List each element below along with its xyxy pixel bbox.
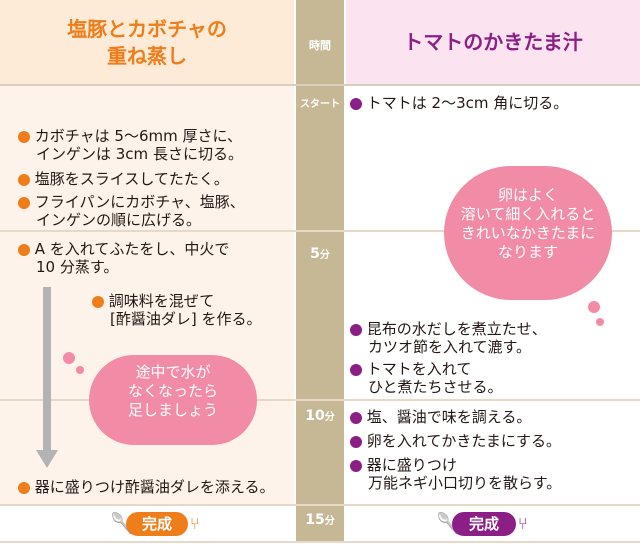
left-recipe-title: 塩豚とカボチャの 重ね蒸し xyxy=(0,0,294,70)
purple-bullet-icon xyxy=(350,459,362,472)
purple-bullet-icon xyxy=(350,323,362,336)
purple-bullet-icon xyxy=(350,97,362,110)
divider xyxy=(0,504,640,506)
left-step-sauce: 調味料を混ぜて [酢醤油ダレ] を作る。 xyxy=(92,292,294,328)
orange-bullet-icon xyxy=(18,196,30,209)
step-text: トマトを入れて xyxy=(366,360,472,378)
time-cell-start xyxy=(296,86,344,230)
left-title-line2: 重ね蒸し xyxy=(107,44,187,68)
arrow-head-icon xyxy=(36,450,58,468)
step-text: 塩、醤油で味を調える。 xyxy=(366,408,532,426)
right-step-egg: 卵を入れてかきたまにする。 xyxy=(350,432,638,450)
done-label: 完成 xyxy=(452,512,516,536)
time-label-10: 10分 xyxy=(296,408,344,424)
divider xyxy=(0,230,640,232)
left-done-badge: 🥄 完成 ⑂ xyxy=(110,511,202,537)
right-done-badge: 🥄 完成 ⑂ xyxy=(436,511,532,537)
step-text: ひと煮たちさせる。 xyxy=(368,378,503,396)
cloud-puff-icon xyxy=(588,301,600,313)
step-text: [酢醤油ダレ] を作る。 xyxy=(110,310,262,328)
time-cell-5 xyxy=(296,232,344,399)
time-unit: 分 xyxy=(324,516,335,527)
orange-bullet-icon xyxy=(18,243,30,256)
cloud-puff-icon xyxy=(596,318,604,326)
tip-text: 途中で水が xyxy=(135,363,211,381)
tip-text: 溶いて細く入れると xyxy=(460,205,596,223)
done-label: 完成 xyxy=(126,512,188,536)
left-step-steam: A を入れてふたをし、中火で 10 分蒸す。 xyxy=(18,240,294,276)
step-text: フライパンにカボチャ、塩豚、 xyxy=(34,193,245,211)
left-tip-cloud: 途中で水が なくなったら 足しましょう xyxy=(89,355,257,445)
right-step-simmer: トマトを入れて ひと煮たちさせる。 xyxy=(350,360,638,396)
purple-bullet-icon xyxy=(350,363,362,376)
time-cell-15 xyxy=(296,506,344,541)
step-text: 10 分蒸す。 xyxy=(36,258,119,276)
step-text: 塩豚をスライスしてたたく。 xyxy=(34,170,229,188)
time-column-header: 時間 xyxy=(296,0,344,84)
step-text: インゲンの順に広げる。 xyxy=(36,211,202,229)
divider xyxy=(0,399,640,401)
orange-bullet-icon xyxy=(18,130,30,143)
orange-bullet-icon xyxy=(18,481,30,494)
left-step-cut: カボチャは 5〜6mm 厚さに、 インゲンは 3cm 長さに切る。 xyxy=(18,127,294,163)
cloud-puff-icon xyxy=(76,366,84,374)
time-label-start: スタート xyxy=(300,99,340,110)
tip-text: 卵はよく xyxy=(497,186,558,204)
step-text: トマトは 2〜3cm 角に切る。 xyxy=(366,94,569,112)
right-step-season: 塩、醤油で味を調える。 xyxy=(350,408,638,426)
time-cell-10 xyxy=(296,401,344,504)
step-text: A を入れてふたをし、中火で xyxy=(34,240,230,258)
purple-bullet-icon xyxy=(350,435,362,448)
right-tip-cloud: 卵はよく 溶いて細く入れると きれいなかきたまに なります xyxy=(444,166,612,300)
time-label-5: 5分 xyxy=(296,246,344,262)
left-recipe-header: 塩豚とカボチャの 重ね蒸し xyxy=(0,0,294,84)
tip-text: なくなったら xyxy=(127,382,218,400)
divider xyxy=(0,541,640,543)
right-step-serve: 器に盛りつけ 万能ネギ小口切りを散らす。 xyxy=(350,456,638,492)
tip-text: なります xyxy=(497,243,558,261)
fork-icon: ⑂ xyxy=(518,514,528,533)
fork-icon: ⑂ xyxy=(190,514,200,533)
divider xyxy=(0,84,640,86)
time-value: 15 xyxy=(305,512,325,528)
left-step-serve: 器に盛りつけ酢醤油ダレを添える。 xyxy=(18,478,294,496)
time-label-15: 15分 xyxy=(296,512,344,528)
time-unit: 分 xyxy=(319,250,330,261)
step-text: 器に盛りつけ酢醤油ダレを添える。 xyxy=(34,478,275,496)
purple-bullet-icon xyxy=(350,411,362,424)
time-value: 5 xyxy=(310,246,320,262)
left-row-start xyxy=(0,86,294,230)
step-text: カツオ節を入れて漉す。 xyxy=(368,338,532,356)
step-text: 卵を入れてかきたまにする。 xyxy=(366,432,562,450)
right-recipe-title: トマトのかきたま汁 xyxy=(403,30,583,54)
orange-bullet-icon xyxy=(18,173,30,186)
left-title-line1: 塩豚とカボチャの xyxy=(67,17,227,41)
right-recipe-header: トマトのかきたま汁 xyxy=(346,0,640,84)
right-step-tomato: トマトは 2〜3cm 角に切る。 xyxy=(350,94,638,112)
orange-bullet-icon xyxy=(92,295,104,308)
step-text: 万能ネギ小口切りを散らす。 xyxy=(368,474,562,492)
step-text: インゲンは 3cm 長さに切る。 xyxy=(36,145,243,163)
tip-text: 足しましょう xyxy=(127,401,218,419)
left-step-pork: 塩豚をスライスしてたたく。 xyxy=(18,170,294,188)
step-text: カボチャは 5〜6mm 厚さに、 xyxy=(34,127,243,145)
right-step-dashi: 昆布の水だしを煮立たせ、 カツオ節を入れて漉す。 xyxy=(350,320,590,356)
step-text: 器に盛りつけ xyxy=(366,456,457,474)
time-header-label: 時間 xyxy=(309,39,331,52)
cloud-puff-icon xyxy=(63,352,75,364)
tip-text: きれいなかきたまに xyxy=(460,224,596,242)
left-step-layer: フライパンにカボチャ、塩豚、 インゲンの順に広げる。 xyxy=(18,193,294,229)
down-arrow-icon xyxy=(43,287,51,452)
time-value: 10 xyxy=(305,408,325,424)
step-text: 調味料を混ぜて xyxy=(108,292,215,310)
time-unit: 分 xyxy=(324,412,335,423)
step-text: 昆布の水だしを煮立たせ、 xyxy=(366,320,547,338)
